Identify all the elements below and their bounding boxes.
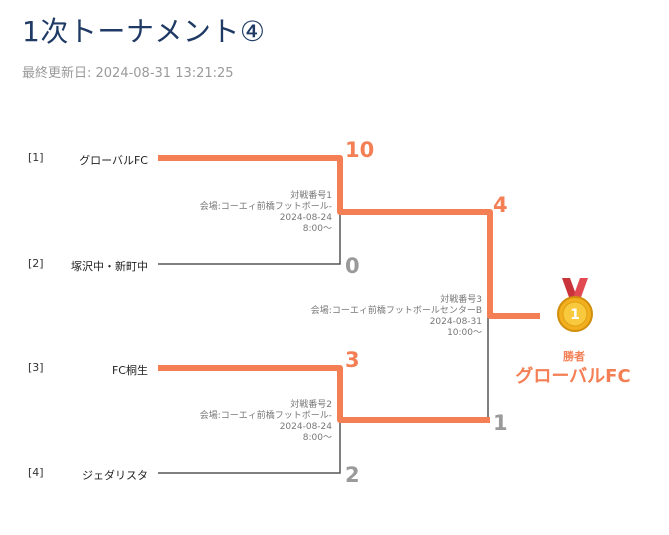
team-2[interactable]: 塚沢中・新町中	[71, 260, 148, 273]
match-1-score-top: 10	[345, 138, 375, 162]
match-1-number: 対戦番号1	[290, 191, 332, 201]
match-2-time: 8:00〜	[302, 433, 332, 443]
match-2-score-top: 3	[345, 348, 360, 372]
winner-label: 勝者	[563, 350, 585, 363]
seed-4: [4]	[28, 466, 44, 479]
match-1-venue: 会場:コーエィ前橋フットボール-	[199, 202, 332, 212]
match-1-score-bottom: 0	[345, 254, 360, 278]
match-3-time: 10:00〜	[447, 328, 482, 338]
bracket-path-entry-3	[158, 365, 490, 423]
match-2-score-bottom: 2	[345, 463, 360, 487]
match-3-score-bottom: 1	[493, 411, 508, 435]
bracket-line-entry-2	[158, 212, 341, 265]
team-4[interactable]: ジェダリスタ	[82, 469, 148, 482]
match-3-date: 2024-08-31	[429, 317, 482, 327]
match-1-time: 8:00〜	[302, 224, 332, 234]
gold-medal-icon: 1	[557, 278, 593, 332]
match-2-info[interactable]: 対戦番号2 会場:コーエィ前橋フットボール- 2024-08-24 8:00〜	[112, 400, 332, 444]
match-1-date: 2024-08-24	[279, 213, 332, 223]
match-1-info[interactable]: 対戦番号1 会場:コーエィ前橋フットボール- 2024-08-24 8:00〜	[112, 191, 332, 235]
match-2-venue: 会場:コーエィ前橋フットボール-	[199, 411, 332, 421]
seed-1: [1]	[28, 151, 44, 164]
last-updated: 最終更新日: 2024-08-31 13:21:25	[22, 66, 234, 81]
page-title: 1次トーナメント④	[22, 15, 266, 48]
match-2-number: 対戦番号2	[290, 400, 332, 410]
team-1[interactable]: グローバルFC	[79, 154, 148, 167]
match-3-venue: 会場:コーエィ前橋フットボールセンターB	[310, 306, 482, 316]
seed-2: [2]	[28, 257, 44, 270]
match-3-info[interactable]: 対戦番号3 会場:コーエィ前橋フットボールセンターB 2024-08-31 10…	[262, 295, 482, 339]
bracket-line-entry-4	[158, 420, 341, 474]
winner-name[interactable]: グローバルFC	[515, 366, 631, 387]
seed-3: [3]	[28, 361, 44, 374]
bracket-path-entry-1	[158, 155, 540, 319]
team-3[interactable]: FC桐生	[111, 364, 148, 377]
match-2-date: 2024-08-24	[279, 422, 332, 432]
match-3-score-top: 4	[493, 193, 508, 217]
medal-rank-text: 1	[570, 307, 580, 323]
match-3-number: 対戦番号3	[440, 295, 482, 305]
